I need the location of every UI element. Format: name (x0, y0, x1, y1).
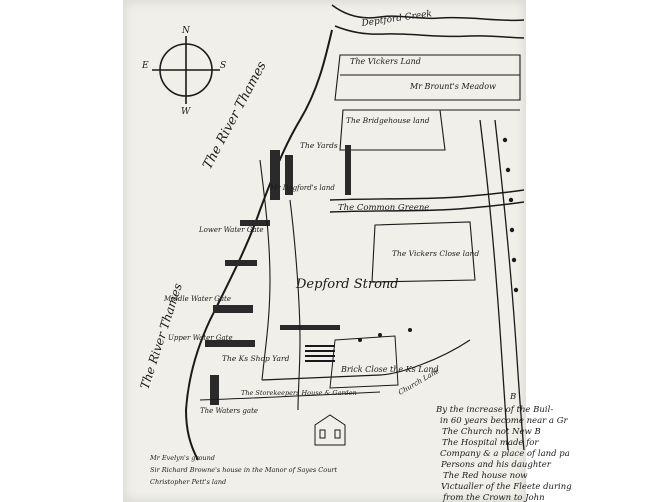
common-greene-label: The Common Greene (338, 203, 429, 213)
note-b: B (509, 392, 516, 402)
vicars-land-label: The Vickers Land (350, 57, 421, 66)
compass-s-label: S (220, 61, 226, 71)
note-line-5: Company & a place of land pa (440, 449, 570, 459)
vickers-close-field (371, 221, 476, 283)
note-line-9: from the Crown to John (442, 493, 545, 502)
brounts-meadow-label: Mr Brount's Meadow (409, 82, 496, 91)
compass-e-label: E (141, 61, 149, 71)
dogfords-land-label: Mr Dogford's land (269, 184, 335, 192)
note-line-7: The Red house now (443, 471, 528, 481)
northern-fields (334, 54, 521, 151)
bottom-caption-c: Christopher Pett's land (150, 478, 226, 486)
common-road-north-edge (329, 189, 525, 201)
yards-label: The Yards (300, 141, 338, 150)
watersgate-label: The Waters gate (200, 407, 258, 415)
church-building-icon (314, 414, 346, 446)
note-line-3: The Church not New B (442, 427, 541, 437)
bridge-land-label: The Bridgehouse land (346, 116, 430, 125)
brick-close-label: Brick Close the Ks Land (340, 365, 439, 374)
east-road-east-edge (494, 119, 525, 451)
compass-n-label: N (181, 26, 191, 36)
kings-yard-label: The Ks Shop Yard (222, 354, 290, 363)
note-line-2: in 60 years become near a Gr (440, 416, 568, 426)
lower-street (261, 339, 471, 381)
lower-water-gate-label: Lower Water Gate (198, 226, 264, 234)
inner-street-b (289, 199, 301, 411)
strond-label: Depford Strond (295, 277, 399, 292)
creek-bank-north (331, 4, 525, 22)
settlement-blocks (205, 145, 351, 405)
bottom-caption-a: Mr Evelyn's ground (149, 454, 215, 462)
note-line-1: By the increase of the Buil- (435, 405, 553, 415)
storekeepers-label: The Storekeepers House & Garden (241, 389, 357, 397)
note-line-8: Victualler of the Fleete during (441, 482, 572, 492)
vickers-close-label: The Vickers Close land (392, 249, 479, 258)
east-road-west-edge (479, 119, 509, 451)
bottom-caption-b: Sir Richard Browne's house in the Manor … (150, 466, 337, 474)
bottom-street (199, 391, 381, 401)
creek-bank-south (334, 25, 525, 39)
inner-street-a (259, 159, 271, 381)
kings-yard-plots (305, 345, 335, 362)
brick-close-field (329, 335, 399, 389)
common-road-south-edge (329, 201, 525, 213)
note-line-4: The Hospital made for (442, 438, 539, 448)
river-shore (184, 29, 333, 461)
middle-water-gate-label: Middle Water Gate (163, 295, 231, 303)
tree-row (358, 137, 519, 342)
creek-label: Deptford Creek (360, 9, 433, 29)
upper-water-gate-label: Upper Water Gate (168, 334, 233, 342)
compass-w-label: W (181, 107, 191, 117)
note-line-6: Persons and his daughter (440, 460, 552, 470)
compass-rose-icon (152, 36, 220, 104)
